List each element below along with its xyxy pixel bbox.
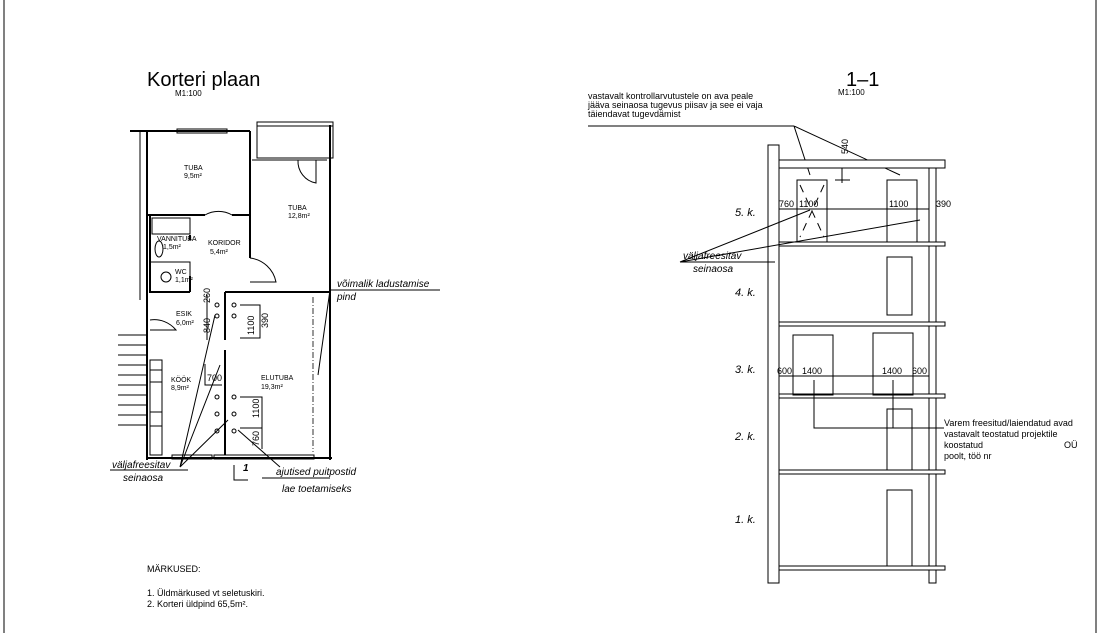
floor-label: 1. k. xyxy=(735,514,756,526)
section-note: OÜ xyxy=(1064,440,1078,450)
dim: 760 xyxy=(779,199,794,209)
dim: 1100 xyxy=(799,199,818,209)
note-item: 1. Üldmärkused vt seletuskiri. xyxy=(147,588,265,598)
section-dimensions: 540 760 1100 1100 390 600 1400 1400 600 xyxy=(777,139,951,376)
room-area: 6,0m² xyxy=(176,320,195,327)
temporary-posts xyxy=(214,302,237,434)
dim: 760 xyxy=(251,431,261,446)
room-area: 9,5m² xyxy=(184,173,203,180)
section-scale: M1:100 xyxy=(838,88,865,97)
section-note: vastavalt teostatud projektile xyxy=(944,429,1058,439)
dim: 600 xyxy=(912,366,927,376)
dim: 700 xyxy=(207,373,222,383)
floor-label: 4. k. xyxy=(735,287,756,299)
room-name: VANNITUBA xyxy=(157,236,197,243)
plan-title: Korteri plaan xyxy=(147,69,260,91)
notes: MÄRKUSED: 1. Üldmärkused vt seletuskiri.… xyxy=(147,564,265,609)
posts-label: lae toetamiseks xyxy=(282,484,351,495)
right-wall xyxy=(928,159,937,584)
notes-heading: MÄRKUSED: xyxy=(147,564,201,574)
floor-slabs xyxy=(778,159,946,571)
section-note: koostatud xyxy=(944,440,983,450)
dim: 1400 xyxy=(802,366,822,376)
section-note: Varem freesitud/laiendatud avad xyxy=(944,418,1073,428)
room-area: 12,8m² xyxy=(288,213,310,220)
section-note: jääva seinaosa tugevus piisav ja see ei … xyxy=(587,100,763,110)
dim: 1100 xyxy=(251,399,261,418)
dim: 840 xyxy=(202,318,212,333)
section-title: 1–1 xyxy=(846,69,879,91)
room-name: KORIDOR xyxy=(208,240,241,247)
storage-label: pind xyxy=(336,292,356,303)
room-name: TUBA xyxy=(288,205,307,212)
floor-label: 2. k. xyxy=(734,431,756,443)
room-area: 1,1m² xyxy=(175,277,194,284)
room-area: 1,5m² xyxy=(163,244,182,251)
room-labels: TUBA 9,5m² TUBA 12,8m² VANNITUBA 1,5m² K… xyxy=(157,165,310,392)
storage-label: võimalik ladustamise xyxy=(337,279,430,290)
note-item: 2. Korteri üldpind 65,5m². xyxy=(147,599,248,609)
room-area: 8,9m² xyxy=(171,385,190,392)
dim: 1100 xyxy=(246,316,256,335)
posts-label: ajutised puitpostid xyxy=(276,467,356,478)
room-name: KÖÖK xyxy=(171,376,192,384)
room-name: TUBA xyxy=(184,165,203,172)
section-1-1: 1–1 M1:100 vastavalt kontrollarvutustele… xyxy=(587,69,1078,584)
floor-labels: 5. k. 4. k. 3. k. 2. k. 1. k. xyxy=(734,207,756,526)
section-note: täiendavat tugevdämist xyxy=(588,109,681,119)
floor-plan: Korteri plaan M1:100 xyxy=(110,69,440,495)
dim: 1100 xyxy=(889,199,908,209)
dim: 600 xyxy=(777,366,792,376)
mill-label: väljafreesitav xyxy=(683,251,742,262)
section-note: poolt, töö nr xyxy=(944,451,992,461)
dim: 390 xyxy=(260,313,270,328)
section-note: vastavalt kontrollarvutustele on ava pea… xyxy=(588,91,753,101)
room-area: 5,4m² xyxy=(210,249,229,256)
plan-dimensions: 260 840 1100 390 700 1100 760 xyxy=(202,288,270,446)
staircase xyxy=(118,334,147,426)
room-name: ESIK xyxy=(176,311,192,318)
room-name: WC xyxy=(175,269,187,276)
room-area: 19,3m² xyxy=(261,384,283,391)
floor-label: 3. k. xyxy=(735,364,756,376)
dim: 390 xyxy=(936,199,951,209)
dim: 1400 xyxy=(882,366,902,376)
dim: 540 xyxy=(840,139,850,154)
room-name: ELUTUBA xyxy=(261,375,294,382)
floor-label: 5. k. xyxy=(735,207,756,219)
mill-label: väljafreesitav xyxy=(112,460,171,471)
plan-scale: M1:100 xyxy=(175,89,202,98)
section-marker: 1 xyxy=(243,463,249,474)
mill-label: seinaosa xyxy=(693,264,733,275)
dim: 260 xyxy=(202,288,212,303)
left-wall xyxy=(767,144,780,584)
mill-label: seinaosa xyxy=(123,473,163,484)
